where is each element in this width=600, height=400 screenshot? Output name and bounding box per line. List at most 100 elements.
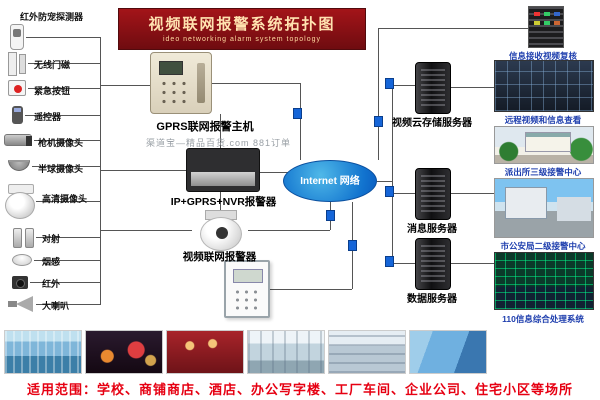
internet-cloud: Internet 网络 [283,160,377,202]
label-infrared-detector: 红外 [42,279,61,289]
connector-line [270,289,352,290]
label-police-station-center: 派出所三级接警中心 [504,167,582,177]
left-bus-line [100,37,101,305]
label-city-bureau-center: 市公安局二级接警中心 [500,241,586,251]
photo-office [328,330,406,374]
label-nvr-alarm: IP+GPRS+NVR报警器 [170,196,277,208]
connector-line [100,170,186,171]
network-node [293,108,302,119]
connector-line [378,28,528,29]
host-screen [159,61,183,75]
connector-line [449,193,494,194]
label-beam-detector: 对射 [42,234,61,244]
page-title: 视频联网报警系统拓扑图 [148,16,336,33]
title-banner: 视频联网报警系统拓扑图 ideo networking alarm system… [118,8,366,50]
label-smoke-detector: 烟感 [42,257,61,267]
connector-line [36,201,100,202]
label-remote-control: 遥控器 [34,112,62,122]
connector-line [392,85,415,86]
nvr-alarm-image [186,148,260,192]
video-alarm-camera-image [192,210,248,251]
photo-factory-workshop [247,330,325,374]
connector-line [34,140,100,141]
applicable-scope-text: 适用范围：学校、商铺商店、酒店、办公写字楼、工厂车间、企业公司、住宅小区等场所 [26,382,573,397]
camera-lens [216,227,228,239]
dome-camera-icon [8,160,30,171]
connector-line [260,172,292,173]
connector-line [449,87,494,88]
host-keypad [159,79,191,105]
horn-speaker-icon [8,296,34,312]
wall-alarm-panel-image [224,260,270,318]
network-node [348,240,357,251]
page-subtitle: ideo networking alarm system topology [162,36,321,43]
connector-line [100,85,150,86]
network-node [385,186,394,197]
connector-line [26,37,100,38]
connector-line [220,114,221,148]
gprs-alarm-host-image [150,52,212,114]
connector-line [36,237,100,238]
message-server-image [415,168,451,220]
panel-screen [233,269,263,283]
panel-keypad [233,288,263,312]
connector-line [392,193,415,194]
data-server-image [415,238,451,290]
label-horn-speaker: 大喇叭 [42,301,70,311]
control-room-image [494,252,594,310]
ir-pet-detector-icon [10,24,24,50]
watermark-text: 渠道宝—精品百货.com 881订单 [146,138,292,148]
infrared-detector-icon [12,276,28,289]
photo-city-aerial [4,330,82,374]
beam-detector-icon [12,228,34,248]
network-node [385,256,394,267]
connector-line [36,304,100,305]
connector-line [378,28,379,160]
network-node [326,210,335,221]
connector-line [248,230,330,231]
connector-line [28,88,100,89]
photo-office-building [409,330,487,374]
connector-line [220,192,221,210]
wireless-door-sensor-icon [8,52,26,76]
label-110-system: 110信息综合处理系统 [502,314,584,324]
connector-line [449,263,494,264]
emergency-button-icon [8,80,26,96]
connector-line [212,83,300,84]
host-led-strip [197,63,205,103]
hd-camera-icon [5,184,35,219]
police-station-image [494,126,594,164]
connector-line [30,282,100,283]
label-info-receive: 信息接收视频复核 [508,51,577,61]
network-node [374,116,383,127]
label-dome-camera: 半球摄像头 [38,164,84,174]
photo-shopping-street [85,330,163,374]
remote-control-icon [12,106,23,124]
smoke-detector-icon [12,254,32,266]
connector-line [392,85,393,263]
connector-line [392,263,415,264]
label-hd-camera: 高清摄像头 [42,194,88,204]
connector-line [377,181,392,182]
video-cloud-storage-server-image [415,62,451,114]
connector-line [25,115,100,116]
connector-line [34,260,100,261]
connector-line [32,166,100,167]
label-gprs-alarm-host: GPRS联网报警主机 [156,121,254,133]
label-ir-pet-detector: 红外防宠探测器 [20,12,84,22]
label-emergency-button: 紧急按钮 [34,86,71,96]
connector-line [28,63,100,64]
label-data-server: 数据服务器 [407,294,457,305]
label-video-alarm: 视频联网报警器 [182,251,257,263]
city-bureau-image [494,178,594,238]
connector-line [100,230,192,231]
label-video-cloud-storage-server: 视频云存储服务器 [392,118,472,129]
label-bullet-camera: 枪机摄像头 [38,138,84,148]
photo-hotel [166,330,244,374]
label-message-server: 消息服务器 [407,224,457,235]
connector-line [300,83,301,160]
label-wireless-door-sensor: 无线门磁 [34,60,71,70]
label-remote-video-view: 远程视频和信息查看 [504,115,582,125]
monitor-wall-image [494,60,594,112]
